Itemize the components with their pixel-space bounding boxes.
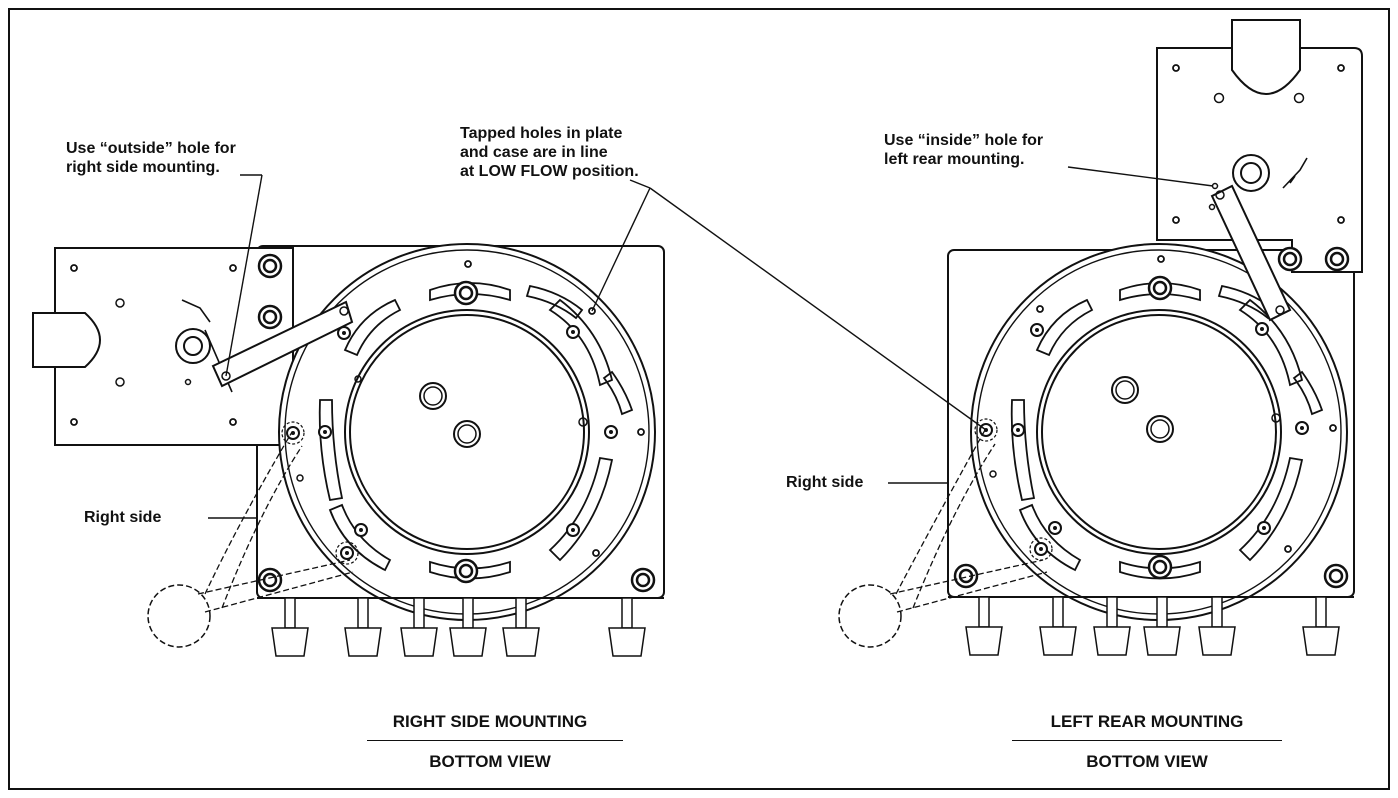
- left-caption-rule: [367, 740, 623, 741]
- leader-lines: [208, 166, 1214, 519]
- inside-hole-note: Use “inside” hole for left rear mounting…: [884, 131, 1043, 169]
- left-caption-title: RIGHT SIDE MOUNTING: [392, 712, 588, 731]
- outside-hole-note: Use “outside” hole for right side mounti…: [66, 139, 236, 177]
- left-caption-sub: BOTTOM VIEW: [429, 752, 551, 771]
- right-caption-rule: [1012, 740, 1282, 741]
- inside-hole-line-2: left rear mounting.: [884, 151, 1025, 168]
- figure-frame: [8, 8, 1390, 790]
- tapped-holes-line-3: at LOW FLOW position.: [460, 163, 639, 180]
- right-side-label-left: Right side: [84, 509, 162, 526]
- inside-hole-line-1: Use “inside” hole for: [884, 132, 1044, 149]
- right-assembly: [838, 19, 1363, 656]
- right-side-label-right: Right side: [786, 474, 864, 491]
- right-caption-sub: BOTTOM VIEW: [1086, 752, 1208, 771]
- left-assembly: [32, 243, 665, 657]
- outside-hole-line-2: right side mounting.: [66, 159, 220, 176]
- right-caption-title: LEFT REAR MOUNTING: [1050, 712, 1244, 731]
- tapped-holes-note: Tapped holes in plate and case are in li…: [460, 124, 639, 181]
- outside-hole-line-1: Use “outside” hole for: [66, 140, 236, 157]
- tapped-holes-line-2: and case are in line: [460, 144, 608, 161]
- tapped-holes-line-1: Tapped holes in plate: [460, 125, 623, 142]
